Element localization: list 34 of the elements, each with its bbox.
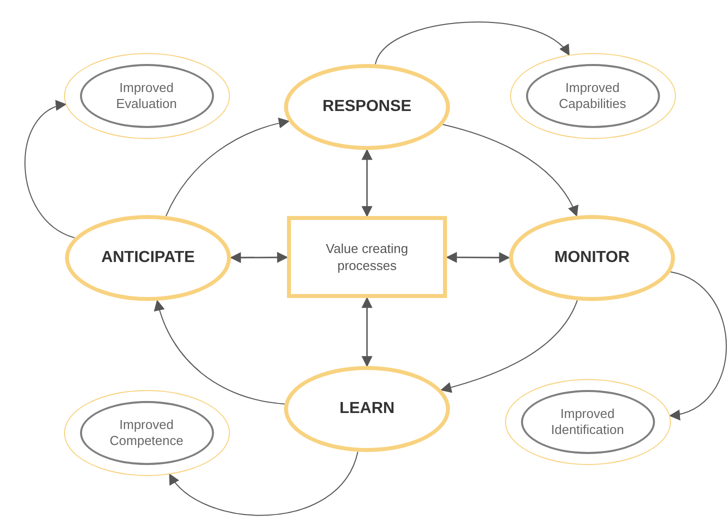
process-box [287, 216, 447, 298]
outer-ellipse [510, 53, 676, 139]
inner-ellipse [80, 64, 214, 128]
inner-ellipse [520, 390, 654, 454]
stage-label: LEARN [339, 400, 395, 418]
arrow [446, 252, 510, 264]
node-label: Improved Identification [550, 406, 625, 438]
inner-ellipse [526, 64, 660, 128]
arrow [24, 102, 76, 238]
arrow [154, 300, 286, 404]
arrow [362, 296, 372, 368]
arrow [442, 124, 578, 217]
stage-label: RESPONSE [322, 98, 412, 116]
arrow [362, 148, 372, 218]
arrow [374, 22, 570, 65]
process-ellipse [284, 366, 450, 452]
arrow [168, 451, 358, 516]
process-ellipse [284, 64, 450, 150]
outer-ellipse [505, 379, 671, 465]
arrow [166, 118, 290, 217]
outer-ellipse [64, 390, 230, 476]
process-ellipse [509, 215, 675, 301]
node-label: Improved Competence [108, 416, 184, 448]
arrow [669, 271, 727, 419]
node-label: Improved Capabilities [558, 80, 628, 112]
arrow [440, 300, 578, 393]
inner-ellipse [80, 400, 214, 464]
process-ellipse [65, 215, 231, 301]
node-label: Value creating processes [324, 240, 410, 274]
arrow [230, 252, 288, 264]
node-label: Improved Evaluation [115, 80, 178, 112]
stage-label: MONITOR [554, 249, 630, 267]
outer-ellipse [64, 53, 230, 139]
stage-label: ANTICIPATE [101, 249, 195, 267]
